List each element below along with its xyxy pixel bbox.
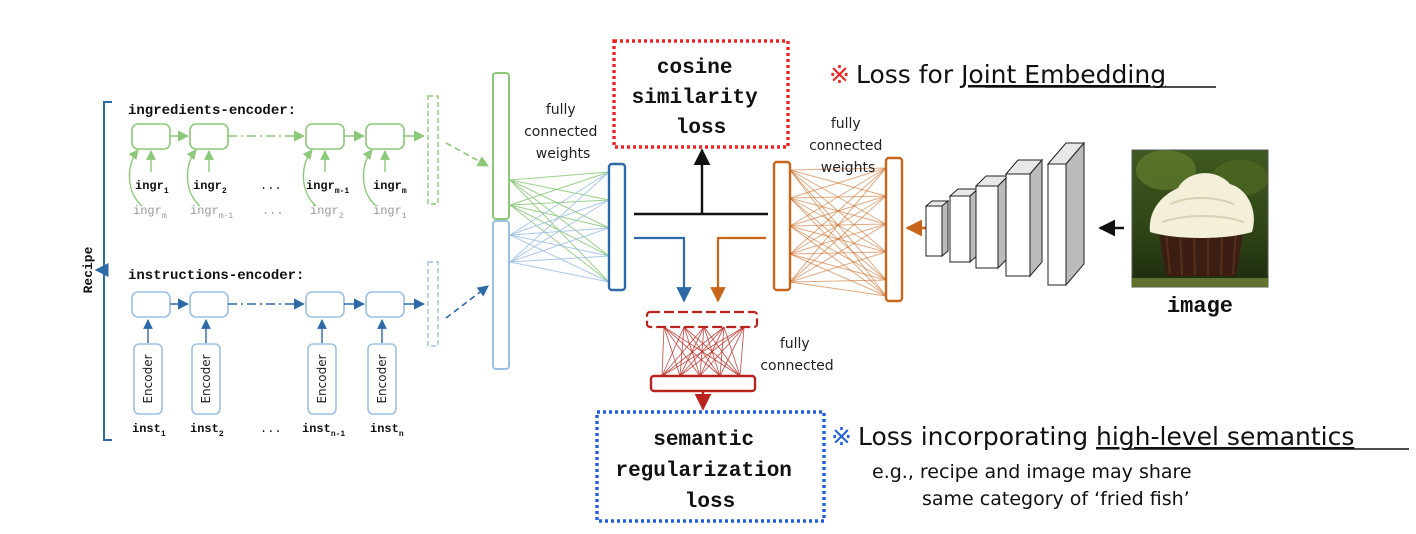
recipe-embedding-vector <box>607 162 627 292</box>
connection-line <box>509 227 610 263</box>
fc-left-label: fully connected weights <box>524 102 602 162</box>
joint-embedding-junction <box>634 148 768 216</box>
instruction-label: instn <box>370 422 404 439</box>
semantic-example-line2: same category of ‘fried fish’ <box>922 488 1190 510</box>
connection-line <box>661 326 725 377</box>
ingredients-to-concat-arrow <box>445 142 489 167</box>
connection-line <box>509 179 610 201</box>
connection-line <box>789 281 887 297</box>
ingredient-reverse-ellipsis: ... <box>262 204 284 218</box>
image-to-semantic-arrow <box>710 236 766 303</box>
connection-line <box>509 199 610 263</box>
recipe-bracket <box>94 101 112 441</box>
encoder-box-label: Encoder <box>199 354 213 403</box>
connection-line <box>509 204 610 283</box>
semantic-class-layer <box>649 374 757 393</box>
image-label: image <box>1167 294 1233 319</box>
ingredients-encoder-title: ingredients-encoder: <box>128 103 296 119</box>
ingredient-label: ingr2 <box>193 179 227 196</box>
instruction-label: inst1 <box>132 422 166 439</box>
instruction-ellipsis: ... <box>260 422 282 436</box>
connection-line <box>789 167 887 255</box>
connection-line <box>509 199 610 206</box>
connection-line <box>719 326 745 377</box>
fully-connected-weights-right <box>789 167 887 297</box>
image-feature-vector <box>884 156 904 303</box>
joint-embedding-note: ※Loss for Joint Embedding <box>829 60 1166 89</box>
instructions-to-concat-arrow <box>445 285 489 319</box>
connection-line <box>789 167 887 227</box>
recipe-to-semantic-arrow <box>634 236 692 303</box>
ingredient-ellipsis: ... <box>260 179 282 193</box>
connection-line <box>661 326 745 377</box>
connection-line <box>739 326 745 377</box>
cosine-similarity-loss-label: cosine similarity loss <box>632 57 771 140</box>
ingredient-reverse-label: ingrm-1 <box>190 204 233 221</box>
ingredient-reverse-label: ingrm <box>133 204 167 221</box>
cosine-similarity-loss-box <box>612 39 790 149</box>
semantic-example-line1: e.g., recipe and image may share <box>872 461 1192 483</box>
connection-line <box>509 171 610 206</box>
ingredient-reverse-label: ingr2 <box>310 204 344 221</box>
connection-line <box>679 326 705 377</box>
connection-line <box>661 326 685 377</box>
semantic-note: ※Loss incorporating high-level semantics <box>831 422 1354 451</box>
connection-line <box>509 171 610 263</box>
instruction-label: instn-1 <box>302 422 345 439</box>
ingredients-rnn-chain <box>128 95 439 207</box>
semantic-input-layer <box>645 310 759 329</box>
connection-line <box>789 195 887 283</box>
connection-line <box>789 251 887 283</box>
encoder-box-label: Encoder <box>315 354 329 403</box>
encoder-box-label: Encoder <box>141 354 155 403</box>
instructions-rnn-chain <box>131 261 439 415</box>
connection-line <box>679 326 725 377</box>
connection-line <box>789 253 887 297</box>
connection-line <box>509 171 610 181</box>
ingredient-label: ingrm <box>373 179 407 196</box>
recipe-label: Recipe <box>81 246 96 293</box>
fully-connected-semantic <box>661 326 745 377</box>
connection-line <box>509 171 610 236</box>
instruction-label: inst2 <box>190 422 224 439</box>
connection-line <box>789 225 887 297</box>
connection-line <box>509 255 610 263</box>
instructions-encoder-title: instructions-encoder: <box>128 268 304 284</box>
semantic-regularization-loss-box <box>595 410 826 523</box>
connection-line <box>509 261 610 283</box>
cnn-layers <box>924 141 1086 287</box>
connection-line <box>789 167 887 283</box>
connection-line <box>789 167 887 199</box>
semantic-regularization-loss-label: semantic regularization loss <box>615 429 804 514</box>
ingredient-reverse-label: ingr1 <box>373 204 407 221</box>
connection-line <box>679 326 685 377</box>
connection-line <box>789 197 887 297</box>
fully-connected-weights-left <box>509 171 610 283</box>
connection-line <box>789 167 887 171</box>
connection-line <box>789 169 887 297</box>
connection-line <box>663 326 681 377</box>
fc-right-label: fully connected weights <box>809 116 887 176</box>
encoder-box-label: Encoder <box>375 354 389 403</box>
ingredient-label: ingr1 <box>135 179 169 196</box>
connection-line <box>661 326 665 377</box>
connection-line <box>699 326 745 377</box>
recipe-concat-vector <box>492 72 510 370</box>
ingredient-label: ingrm-1 <box>306 179 349 196</box>
connection-line <box>789 279 887 283</box>
connection-line <box>789 223 887 283</box>
fc-bottom-label: fully connected <box>760 336 833 374</box>
cupcake-image <box>1131 149 1269 288</box>
connection-line <box>661 326 705 377</box>
connection-line <box>679 326 745 377</box>
image-embedding-vector <box>772 160 792 292</box>
